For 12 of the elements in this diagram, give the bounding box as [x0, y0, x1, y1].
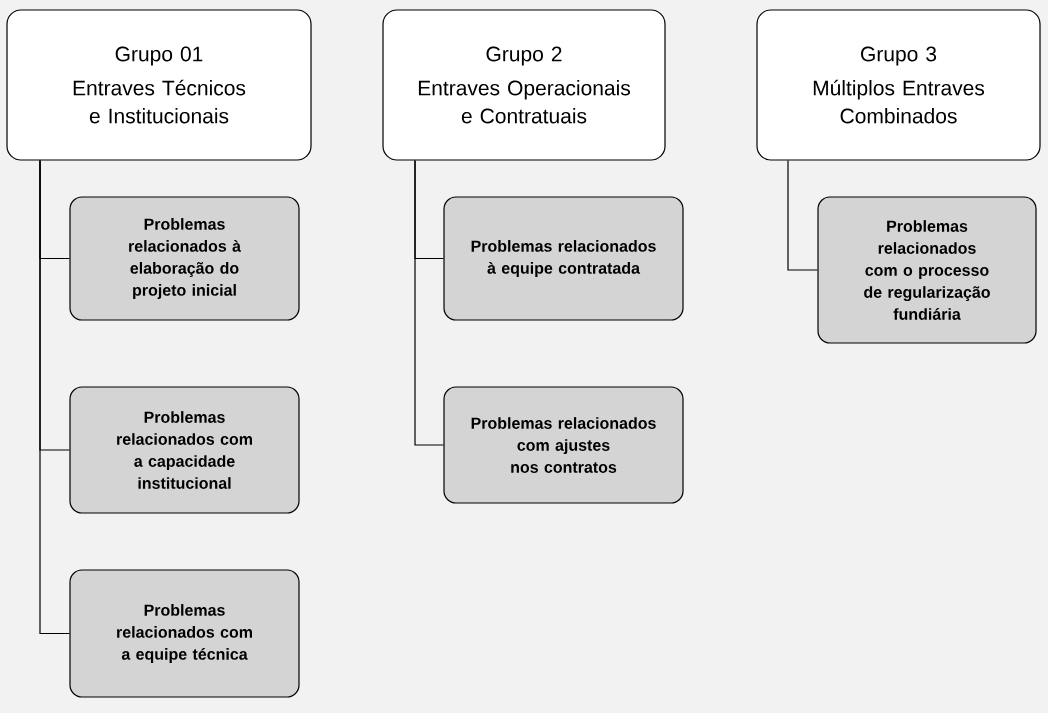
- group-box: Grupo 01 Entraves Técnicos e Institucionais: [6, 9, 312, 161]
- connector-line: [414, 160, 444, 446]
- problem-box: Problemas relacionados com o processo de regularização fundiária: [817, 196, 1037, 344]
- problem-box: Problemas relacionados com a equipe técnica: [69, 569, 300, 698]
- problem-box: Problemas relacionados à elaboração do projeto inicial: [69, 196, 300, 321]
- problem-box: Problemas relacionados com ajustes nos contratos: [443, 386, 684, 504]
- connector-line: [39, 160, 70, 635]
- problem-box: Problemas relacionados com a capacidade institucional: [69, 386, 300, 514]
- connector-line: [787, 160, 818, 271]
- group-box: Grupo 3 Múltiplos Entraves Combinados: [756, 9, 1041, 161]
- problem-box: Problemas relacionados à equipe contratada: [443, 196, 684, 321]
- group-box: Grupo 2 Entraves Operacionais e Contratuais: [382, 9, 666, 161]
